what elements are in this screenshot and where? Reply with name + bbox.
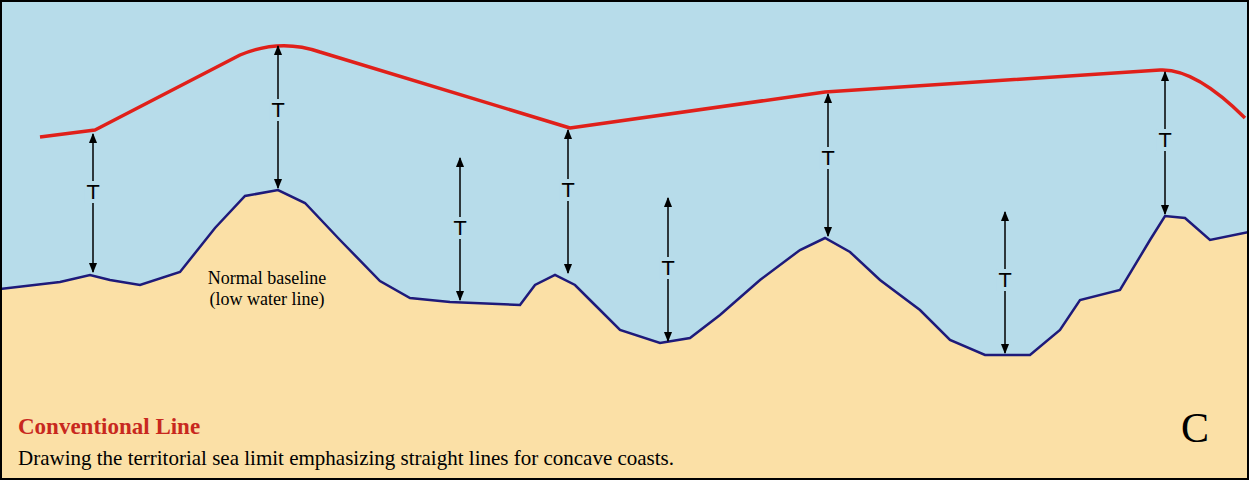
distance-arrows	[93, 46, 1165, 353]
diagram-title: Conventional Line	[18, 414, 200, 440]
land	[0, 190, 1249, 480]
distance-label: T	[997, 269, 1013, 291]
distance-label: T	[560, 179, 576, 201]
distance-label: T	[660, 257, 676, 279]
panel-letter: C	[1181, 404, 1209, 452]
distance-label: T	[1157, 129, 1173, 151]
distance-label: T	[270, 99, 286, 121]
distance-label: T	[820, 147, 836, 169]
territorial-sea-limit	[40, 46, 1245, 137]
coastline	[0, 190, 1249, 355]
diagram-caption: Drawing the territorial sea limit emphas…	[18, 446, 674, 471]
baseline-label: Normal baseline (low water line)	[192, 268, 342, 310]
distance-label: T	[85, 181, 101, 203]
distance-label: T	[452, 217, 468, 239]
